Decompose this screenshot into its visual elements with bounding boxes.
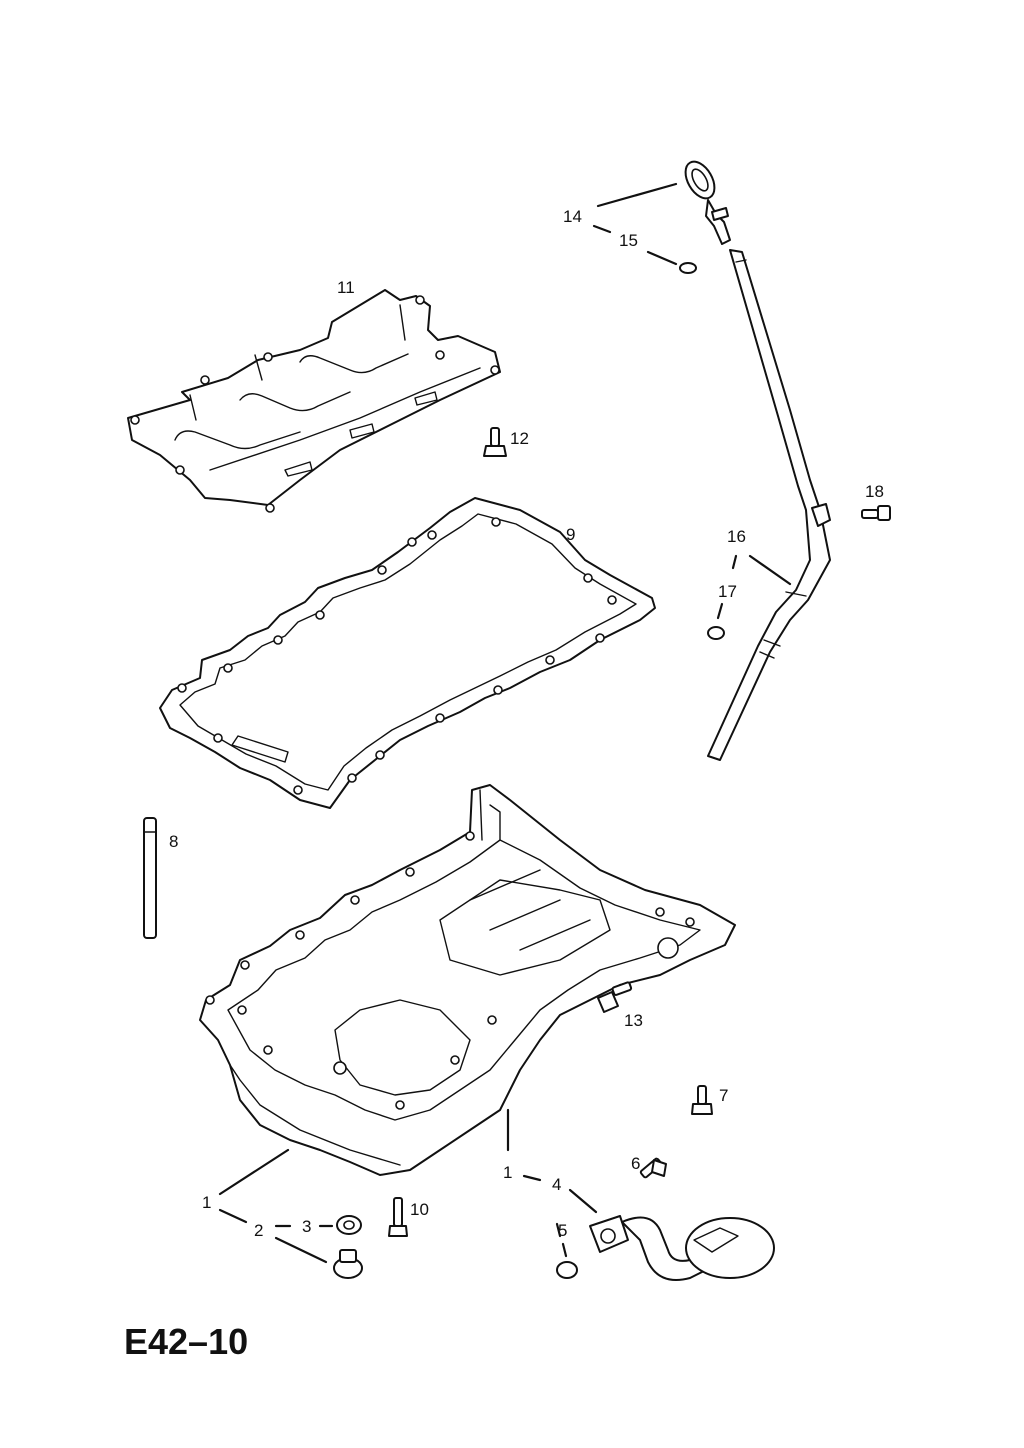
callout-12: 12 — [510, 429, 529, 448]
bolt-part-10[interactable] — [388, 1197, 408, 1237]
callout-3: 3 — [302, 1217, 311, 1236]
callout-14: 14 — [563, 207, 582, 226]
callout-17: 17 — [718, 582, 737, 601]
callout-1a: 1 — [202, 1193, 211, 1212]
callout-10: 10 — [410, 1200, 429, 1219]
bolt-part-18[interactable] — [861, 505, 891, 521]
windage-tray-part-11[interactable] — [127, 289, 501, 513]
stud-part-8[interactable] — [143, 817, 157, 939]
callout-16: 16 — [727, 527, 746, 546]
washer-part-3[interactable] — [336, 1215, 362, 1235]
oil-pan-gasket-part-9[interactable] — [159, 497, 656, 809]
callout-2: 2 — [254, 1221, 263, 1240]
seal-ring-part-15[interactable] — [679, 262, 697, 274]
callout-11: 11 — [337, 278, 355, 297]
callout-13: 13 — [624, 1011, 643, 1030]
callout-1b: 1 — [503, 1163, 512, 1182]
oil-pickup-part-4[interactable] — [589, 1215, 775, 1281]
diagram-code: E42–10 — [124, 1321, 248, 1362]
callout-6: 6 — [631, 1154, 640, 1173]
bolt-part-6[interactable] — [639, 1157, 667, 1179]
callout-9: 9 — [566, 525, 575, 544]
leader-lines — [218, 182, 792, 1264]
oil-pan-part-1[interactable] — [199, 784, 736, 1176]
bolt-part-12[interactable] — [483, 427, 507, 457]
seal-ring-part-17[interactable] — [707, 626, 725, 640]
callout-4: 4 — [552, 1175, 561, 1194]
callout-7: 7 — [719, 1086, 728, 1105]
o-ring-part-5[interactable] — [556, 1261, 578, 1279]
drain-plug-part-2[interactable] — [333, 1249, 363, 1279]
callout-8: 8 — [169, 832, 178, 851]
callout-18: 18 — [865, 482, 884, 501]
bolt-part-13[interactable] — [597, 981, 633, 1013]
callout-labels: 1 1 2 3 4 5 6 7 8 9 10 11 12 13 14 15 16… — [169, 207, 884, 1240]
callout-15: 15 — [619, 231, 638, 250]
dipstick-part-14[interactable] — [680, 157, 731, 245]
dipstick-tube-part-16[interactable] — [707, 249, 831, 761]
bolt-part-7[interactable] — [691, 1085, 713, 1115]
callout-5: 5 — [558, 1221, 567, 1240]
